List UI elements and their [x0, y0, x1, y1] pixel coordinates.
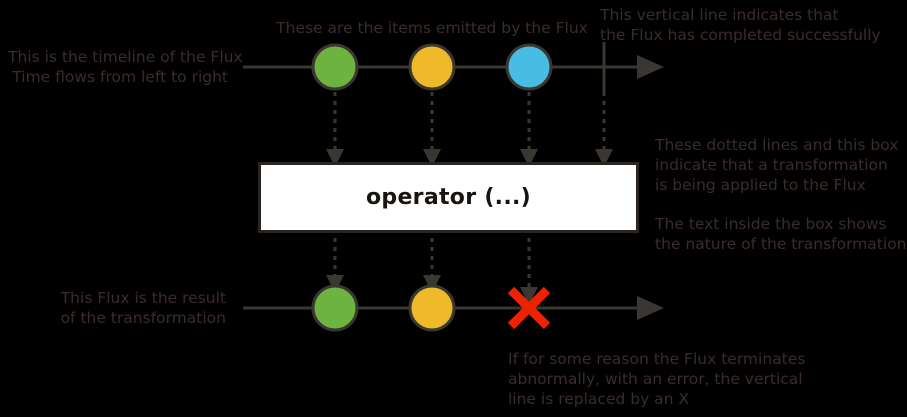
error-x-mark-icon — [507, 286, 551, 330]
box-text-annotation: The text inside the box shows the nature… — [655, 215, 907, 253]
marble-source-yellow — [408, 43, 456, 91]
operator-box: operator (...) — [258, 162, 639, 233]
emitted-items-annotation: These are the items emitted by the Flux — [276, 19, 588, 37]
result-timeline-annotation: This Flux is the result of the transform… — [60, 289, 226, 327]
source-timeline-annotation: This is the timeline of the Flux Time fl… — [8, 48, 243, 86]
marble-source-green — [311, 43, 359, 91]
error-marker-annotation: If for some reason the Flux terminates a… — [508, 350, 806, 408]
marble-result-green — [311, 284, 359, 332]
completion-line-annotation: This vertical line indicates that the Fl… — [600, 6, 881, 44]
operator-box-label: operator (...) — [366, 185, 531, 210]
marble-result-yellow — [408, 284, 456, 332]
transformation-annotation: These dotted lines and this box indicate… — [655, 136, 899, 194]
marble-source-blue — [505, 43, 553, 91]
